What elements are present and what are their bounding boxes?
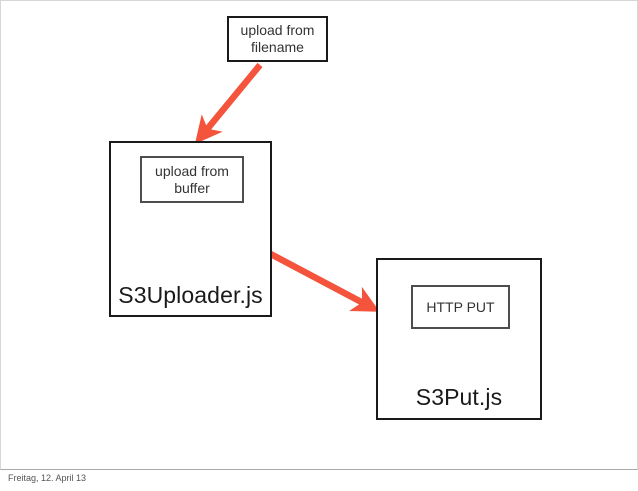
arrow-uploader-to-s3put (263, 248, 380, 312)
node-upload-from-buffer-label: upload from buffer (155, 163, 229, 196)
node-s3put-label: S3Put.js (415, 384, 503, 410)
node-http-put-label: HTTP PUT (426, 298, 495, 315)
node-upload-from-filename-line1: upload from (240, 22, 315, 39)
node-s3put: HTTP PUT S3Put.js (376, 258, 542, 420)
node-upload-from-filename-line2: filename (251, 39, 304, 55)
node-upload-from-filename-label: upload from filename (241, 22, 315, 56)
node-s3uploader: upload from buffer S3Uploader.js (109, 141, 272, 317)
footer-bar: Freitag, 12. April 13 (0, 470, 638, 491)
node-upload-from-buffer-line1: upload from (155, 162, 229, 179)
arrow-connector-layer (194, 62, 380, 312)
footer-date: Freitag, 12. April 13 (8, 473, 87, 483)
node-upload-from-buffer: upload from buffer (140, 156, 244, 203)
node-upload-from-filename: upload from filename (227, 16, 328, 62)
arrow-filename-to-uploader (194, 62, 263, 145)
slide-canvas: upload from filename upload from buffer … (0, 0, 638, 470)
node-http-put: HTTP PUT (411, 285, 510, 329)
node-upload-from-buffer-line2: buffer (174, 179, 210, 196)
node-s3uploader-label: S3Uploader.js (118, 282, 263, 308)
